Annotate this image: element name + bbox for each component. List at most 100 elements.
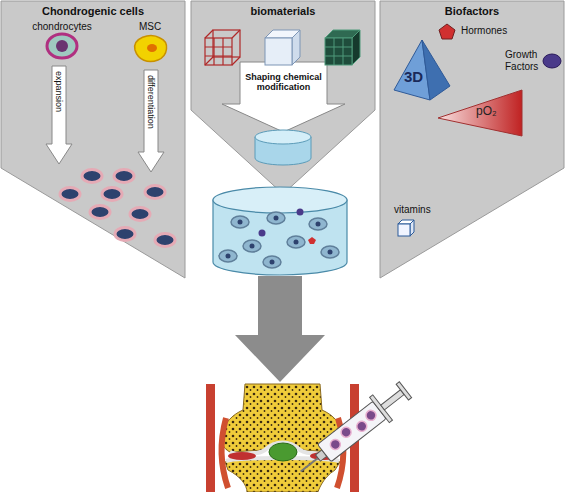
cell: [114, 170, 134, 183]
syringe-barrel: [318, 401, 387, 461]
cell: [60, 188, 80, 201]
plunger-rod: [381, 390, 404, 410]
cell-label: MSC: [128, 21, 172, 33]
syringe-flange: [370, 395, 393, 423]
cell-label: chondrocytes: [22, 21, 102, 33]
process-arrow: expansion: [46, 66, 72, 164]
cell: [364, 408, 378, 422]
node-outline: [379, 0, 565, 280]
cube-edge: [205, 38, 232, 65]
shape-label: pO₂: [476, 105, 516, 119]
cube-grid: [205, 30, 240, 65]
cartilage-defect-implant: [269, 443, 297, 461]
engineered-construct: [213, 200, 347, 275]
cell: [243, 240, 261, 252]
muscle: [206, 384, 215, 492]
input-panel: Chondrogenic cells chondrocytes MSC expansi…: [0, 0, 186, 280]
oxygen-gradient: pO₂: [436, 88, 524, 138]
seeded-cells: [219, 212, 339, 268]
shaped-scaffold: [255, 137, 311, 165]
femoral-cartilage: [230, 443, 335, 455]
cell-cluster: [60, 170, 175, 247]
cell: [355, 419, 369, 433]
cell: [267, 212, 285, 224]
cube-face: [265, 38, 292, 65]
process-arrow: differentiation: [138, 70, 164, 172]
scaffold-cube: [205, 30, 240, 65]
cube-face: [325, 30, 360, 38]
cell: [155, 234, 175, 247]
femur: [221, 384, 343, 452]
chondrocyte-cell: [47, 34, 77, 58]
cell-nucleus: [294, 240, 299, 245]
cell: [339, 425, 353, 439]
needle: [301, 458, 318, 472]
meniscus: [228, 452, 256, 460]
cell: [130, 208, 150, 221]
panel-heading: biomaterials: [190, 5, 376, 18]
shape-label: 3D: [404, 68, 434, 85]
cell-nucleus: [270, 260, 275, 265]
sponge-cube: [325, 30, 360, 65]
cell-nucleus: [147, 44, 157, 52]
input-panel: biomaterialsShaping chemical modificatio…: [190, 0, 376, 196]
implant-arrow: [235, 276, 325, 382]
vitamin-icon: [398, 220, 414, 236]
node-shape: [1, 1, 185, 278]
cell: [321, 246, 339, 258]
cell-nucleus: [274, 216, 279, 221]
growth-factor-icon: [259, 230, 266, 237]
cube-face: [265, 30, 300, 38]
tibial-cartilage: [226, 458, 339, 461]
cell: [102, 188, 122, 201]
panel-heading: Chondrogenic cells: [0, 5, 186, 18]
cell: [309, 218, 327, 230]
ligament: [337, 418, 343, 488]
cell-nucleus: [238, 220, 243, 225]
hormone-icon: [308, 237, 316, 244]
factor-label: Growth Factors: [505, 49, 545, 72]
cube-face: [352, 30, 360, 65]
cube-face: [292, 30, 300, 65]
node-shape: [380, 1, 564, 278]
cube-grid: [325, 38, 352, 65]
construct-top: [213, 187, 347, 213]
cell: [82, 170, 102, 183]
node-shape: [191, 1, 375, 194]
cell: [328, 437, 342, 451]
cell: [263, 256, 281, 268]
cell-nucleus: [316, 222, 321, 227]
node-shape: [422, 40, 450, 100]
factor-label: Hormones: [461, 25, 521, 37]
syringe: [291, 377, 416, 484]
tibia: [225, 459, 340, 492]
ligament: [222, 418, 228, 488]
node-shape: [138, 70, 164, 172]
panel-heading: Biofactors: [379, 5, 565, 18]
msc-cell: [135, 36, 167, 62]
cell: [115, 228, 135, 241]
cube-face: [410, 220, 414, 236]
scaffold-top: [255, 130, 311, 144]
factor-label: vitamins: [394, 204, 454, 216]
dimension-pyramid: 3D: [392, 38, 452, 102]
arrow-label: differentiation: [146, 75, 156, 129]
cube-edge: [213, 30, 240, 57]
muscle: [350, 384, 359, 492]
cube-face: [398, 220, 414, 224]
input-panel: BiofactorsHormonesGrowth Factors vitamins…: [379, 0, 565, 280]
cell: [145, 186, 165, 199]
cell-nucleus: [250, 244, 255, 249]
cell-nuclei: [226, 216, 333, 265]
process-arrow: Shaping chemical modification: [222, 62, 345, 132]
cube-face: [325, 38, 352, 65]
cell: [90, 206, 110, 219]
cell-nucleus: [328, 250, 333, 255]
cube-face: [398, 224, 410, 236]
arrow-label: expansion: [54, 71, 64, 112]
growth-factor-icon: [297, 209, 304, 216]
node-shape: [438, 90, 522, 136]
cell-nucleus: [56, 40, 68, 52]
